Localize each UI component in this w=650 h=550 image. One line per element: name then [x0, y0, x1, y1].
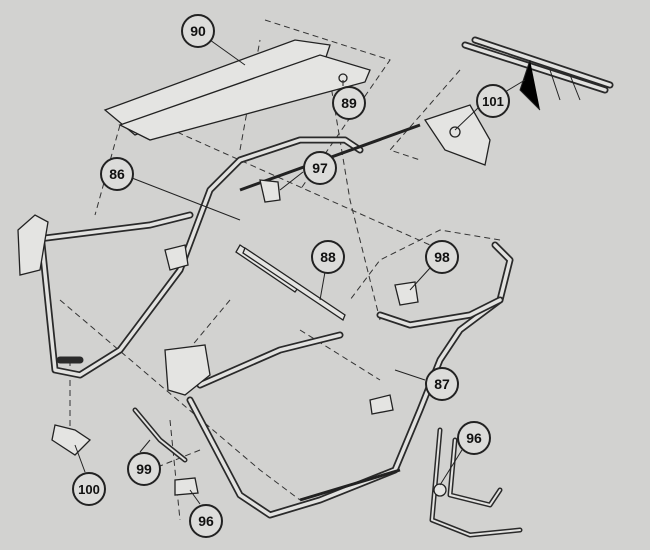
- leader-lines: [74, 39, 526, 505]
- callout-101: 101: [476, 84, 510, 118]
- callout-87: 87: [425, 367, 459, 401]
- bracket-part-101: [423, 36, 614, 166]
- callout-88: 88: [311, 240, 345, 274]
- callout-96: 96: [189, 504, 223, 538]
- assembly-dashed-lines: [59, 19, 501, 521]
- callout-90: 90: [181, 14, 215, 48]
- callout-99: 99: [127, 452, 161, 486]
- callout-97: 97: [303, 151, 337, 185]
- inset-bracket-96: [429, 427, 523, 538]
- callout-100: 100: [72, 472, 106, 506]
- callout-86: 86: [100, 157, 134, 191]
- top-rail-part-90: [103, 39, 371, 141]
- callout-98: 98: [425, 240, 459, 274]
- callout-96-inset: 96: [457, 421, 491, 455]
- callout-89: 89: [332, 86, 366, 120]
